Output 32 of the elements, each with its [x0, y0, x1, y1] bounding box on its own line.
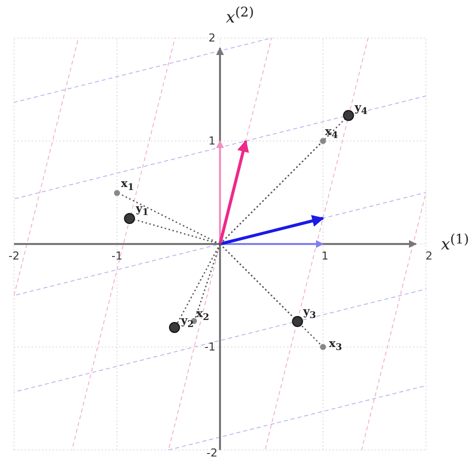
- data-point-marker: [114, 190, 120, 196]
- data-point-marker: [320, 344, 326, 350]
- point-label: y$_{2}$: [180, 314, 194, 330]
- point-label: y$_{1}$: [136, 202, 149, 218]
- dotted-line: [220, 118, 346, 244]
- point-label: y$_{3}$: [303, 305, 316, 322]
- data-point-marker: [191, 318, 198, 324]
- axis-tick-label: -1: [204, 340, 216, 354]
- axis-title: x$^{(2)}$: [226, 5, 254, 27]
- data-point-marker: [169, 322, 180, 334]
- dotted-line: [194, 244, 221, 319]
- axis-title: x$^{(1)}$: [441, 232, 469, 254]
- axis-tick-label: 1: [208, 134, 216, 148]
- point-label: y$_{4}$: [354, 101, 368, 118]
- axis-tick-label: -1: [112, 250, 122, 262]
- data-point-marker: [292, 316, 303, 327]
- axis-tick-label: 2: [426, 250, 432, 262]
- axis-tick-label: -2: [206, 446, 218, 460]
- point-label: x$_{2}$: [196, 307, 210, 324]
- dotted-line: [220, 244, 294, 318]
- axis-tick-label: -2: [8, 250, 20, 262]
- point-label: x$_{1}$: [121, 176, 134, 193]
- point-label: x$_{3}$: [329, 337, 342, 354]
- data-point-marker: [124, 212, 136, 224]
- dotted-line: [176, 244, 221, 324]
- axis-tick-label: 1: [322, 250, 328, 262]
- data-point-marker: [320, 138, 326, 144]
- data-point-marker: [343, 110, 354, 121]
- point-label: x$_{4}$: [325, 125, 338, 142]
- dotted-line: [134, 219, 220, 245]
- axis-tick-label: 2: [208, 32, 216, 44]
- dotted-line: [119, 193, 220, 245]
